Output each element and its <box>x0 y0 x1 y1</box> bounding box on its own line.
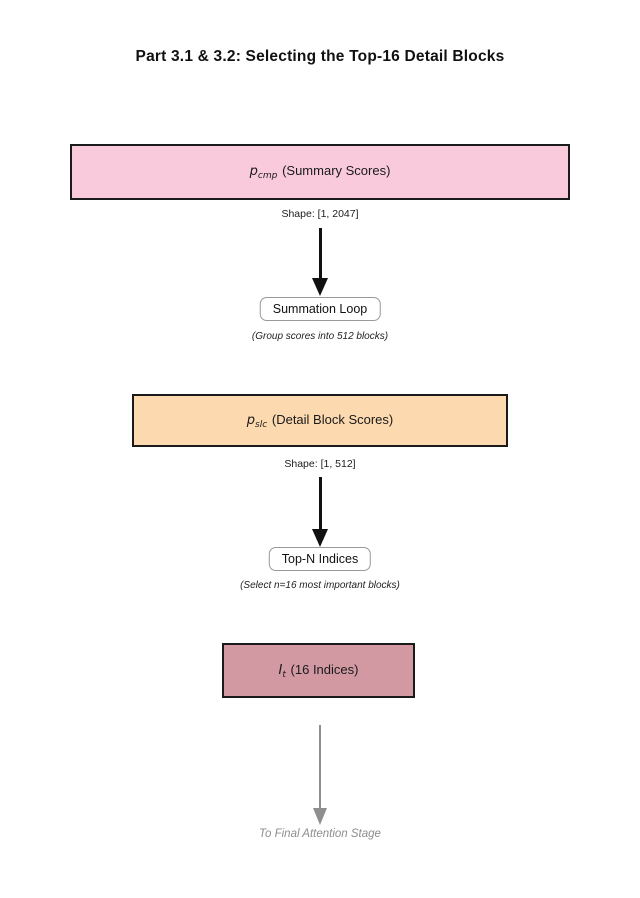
it-variable: I <box>278 662 283 678</box>
summation-caption: (Group scores into 512 blocks) <box>251 331 389 342</box>
it-indices-box: It (16 Indices) <box>222 643 415 698</box>
page-title: Part 3.1 & 3.2: Selecting the Top-16 Det… <box>135 48 505 65</box>
it-subscript: t <box>282 669 286 680</box>
pcmp-variable: p <box>249 164 258 179</box>
arrowhead-down-icon <box>312 278 328 296</box>
pslc-shape-label: Shape: [1, 512] <box>284 458 356 470</box>
final-stage-label: To Final Attention Stage <box>259 828 381 840</box>
summation-loop-node: Summation Loop <box>259 297 381 321</box>
topn-caption: (Select n=16 most important blocks) <box>240 580 400 591</box>
pslc-variable: p <box>246 412 255 428</box>
pslc-box-label: pslc (Detail Block Scores) <box>247 412 394 430</box>
it-label-rest: (16 Indices) <box>286 661 359 677</box>
topn-indices-node: Top-N Indices <box>268 547 372 571</box>
arrowhead-down-icon <box>313 808 327 825</box>
arrow-stem <box>318 477 322 529</box>
pcmp-summary-scores-box: pcmp (Summary Scores) <box>70 144 570 200</box>
pcmp-box-label: pcmp (Summary Scores) <box>250 163 391 181</box>
arrow-pcmp-to-summation <box>312 228 328 296</box>
arrow-stem <box>319 725 321 808</box>
pcmp-label-rest: (Summary Scores) <box>278 163 391 178</box>
arrowhead-down-icon <box>312 529 328 547</box>
pslc-label-rest: (Detail Block Scores) <box>268 411 394 427</box>
pcmp-shape-label: Shape: [1, 2047] <box>281 208 359 220</box>
arrow-to-final-stage <box>313 725 327 825</box>
pcmp-subscript: cmp <box>257 171 278 181</box>
pslc-subscript: slc <box>255 419 268 430</box>
arrow-pslc-to-topn <box>312 477 328 547</box>
it-box-label: It (16 Indices) <box>279 662 359 680</box>
pslc-detail-block-scores-box: pslc (Detail Block Scores) <box>132 394 508 447</box>
arrow-stem <box>318 228 322 278</box>
